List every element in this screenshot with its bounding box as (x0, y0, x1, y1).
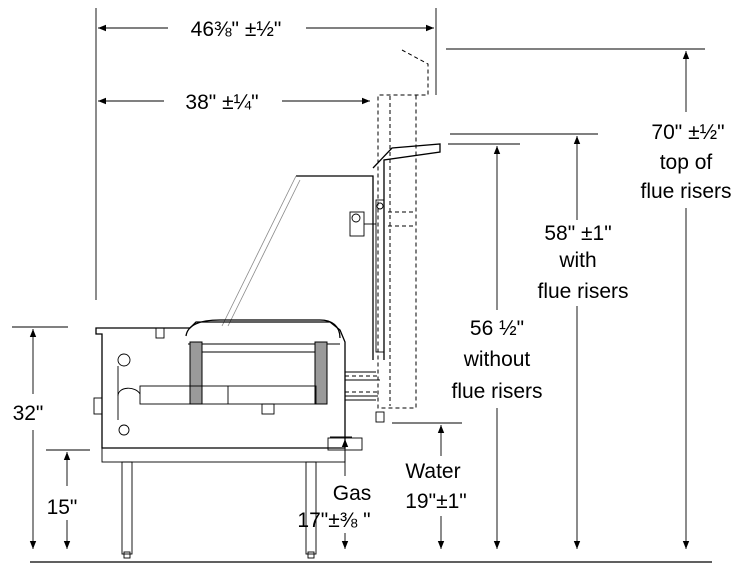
flue-height-value: 70" ±½" (651, 121, 724, 144)
rear-foot (307, 551, 315, 559)
front-foot (123, 551, 131, 559)
work-height-label: 32" (13, 402, 44, 425)
back-fastener (376, 202, 384, 210)
rear-pipes-dashed (345, 375, 378, 393)
cabinet-base (101, 447, 346, 463)
drain-cap (118, 424, 130, 436)
drain-handle (93, 397, 103, 415)
backsplash-top (296, 175, 374, 360)
with-risers-line3: flue risers (537, 280, 628, 303)
top-bracket (155, 327, 165, 339)
gas-label: Gas (333, 482, 372, 505)
fry-basket-rim (185, 319, 341, 339)
fryer-outline (93, 49, 441, 559)
overall-depth-label: 46⅜" ±½" (191, 18, 282, 41)
gas-valve-knob (351, 213, 361, 223)
water-label: Water (405, 460, 460, 483)
lid-hinge-line (221, 175, 297, 327)
rear-pipes (345, 371, 380, 401)
gas-valve (349, 211, 365, 237)
without-risers-value: 56 ½" (470, 317, 524, 340)
rear-leg (305, 461, 317, 555)
drain-elbow (117, 387, 141, 397)
fryer-cabinet (95, 321, 346, 449)
water-height-label: 19"±1" (405, 490, 466, 513)
flue-height-line3: flue risers (640, 180, 731, 203)
body-depth-label: 38" ±¼" (185, 91, 258, 114)
without-risers-line2: without (463, 348, 531, 371)
left-handle (189, 341, 203, 405)
back-panel (375, 199, 385, 353)
front-leg (121, 461, 133, 555)
drain-fitting (261, 403, 275, 415)
gas-height-label: 17"±⅜ " (297, 509, 370, 532)
lower-height-label: 15" (47, 496, 78, 519)
flue-base-block (375, 411, 385, 423)
right-handle (314, 341, 328, 405)
dimension-lines (12, 8, 712, 563)
with-risers-line2: with (558, 249, 596, 272)
lid-hinge-line-2 (227, 179, 301, 327)
flue-height-line2: top of (660, 151, 713, 174)
without-risers-line3: flue risers (451, 380, 542, 403)
dimension-labels: 46⅜" ±½" 38" ±¼" 70" ±½" top of flue ris… (13, 18, 732, 532)
flue-riser-band (388, 211, 416, 227)
flue-riser-dashed (377, 49, 429, 409)
control-knob (117, 353, 131, 367)
with-risers-value: 58" ±1" (544, 222, 611, 245)
flue-box (372, 143, 441, 360)
